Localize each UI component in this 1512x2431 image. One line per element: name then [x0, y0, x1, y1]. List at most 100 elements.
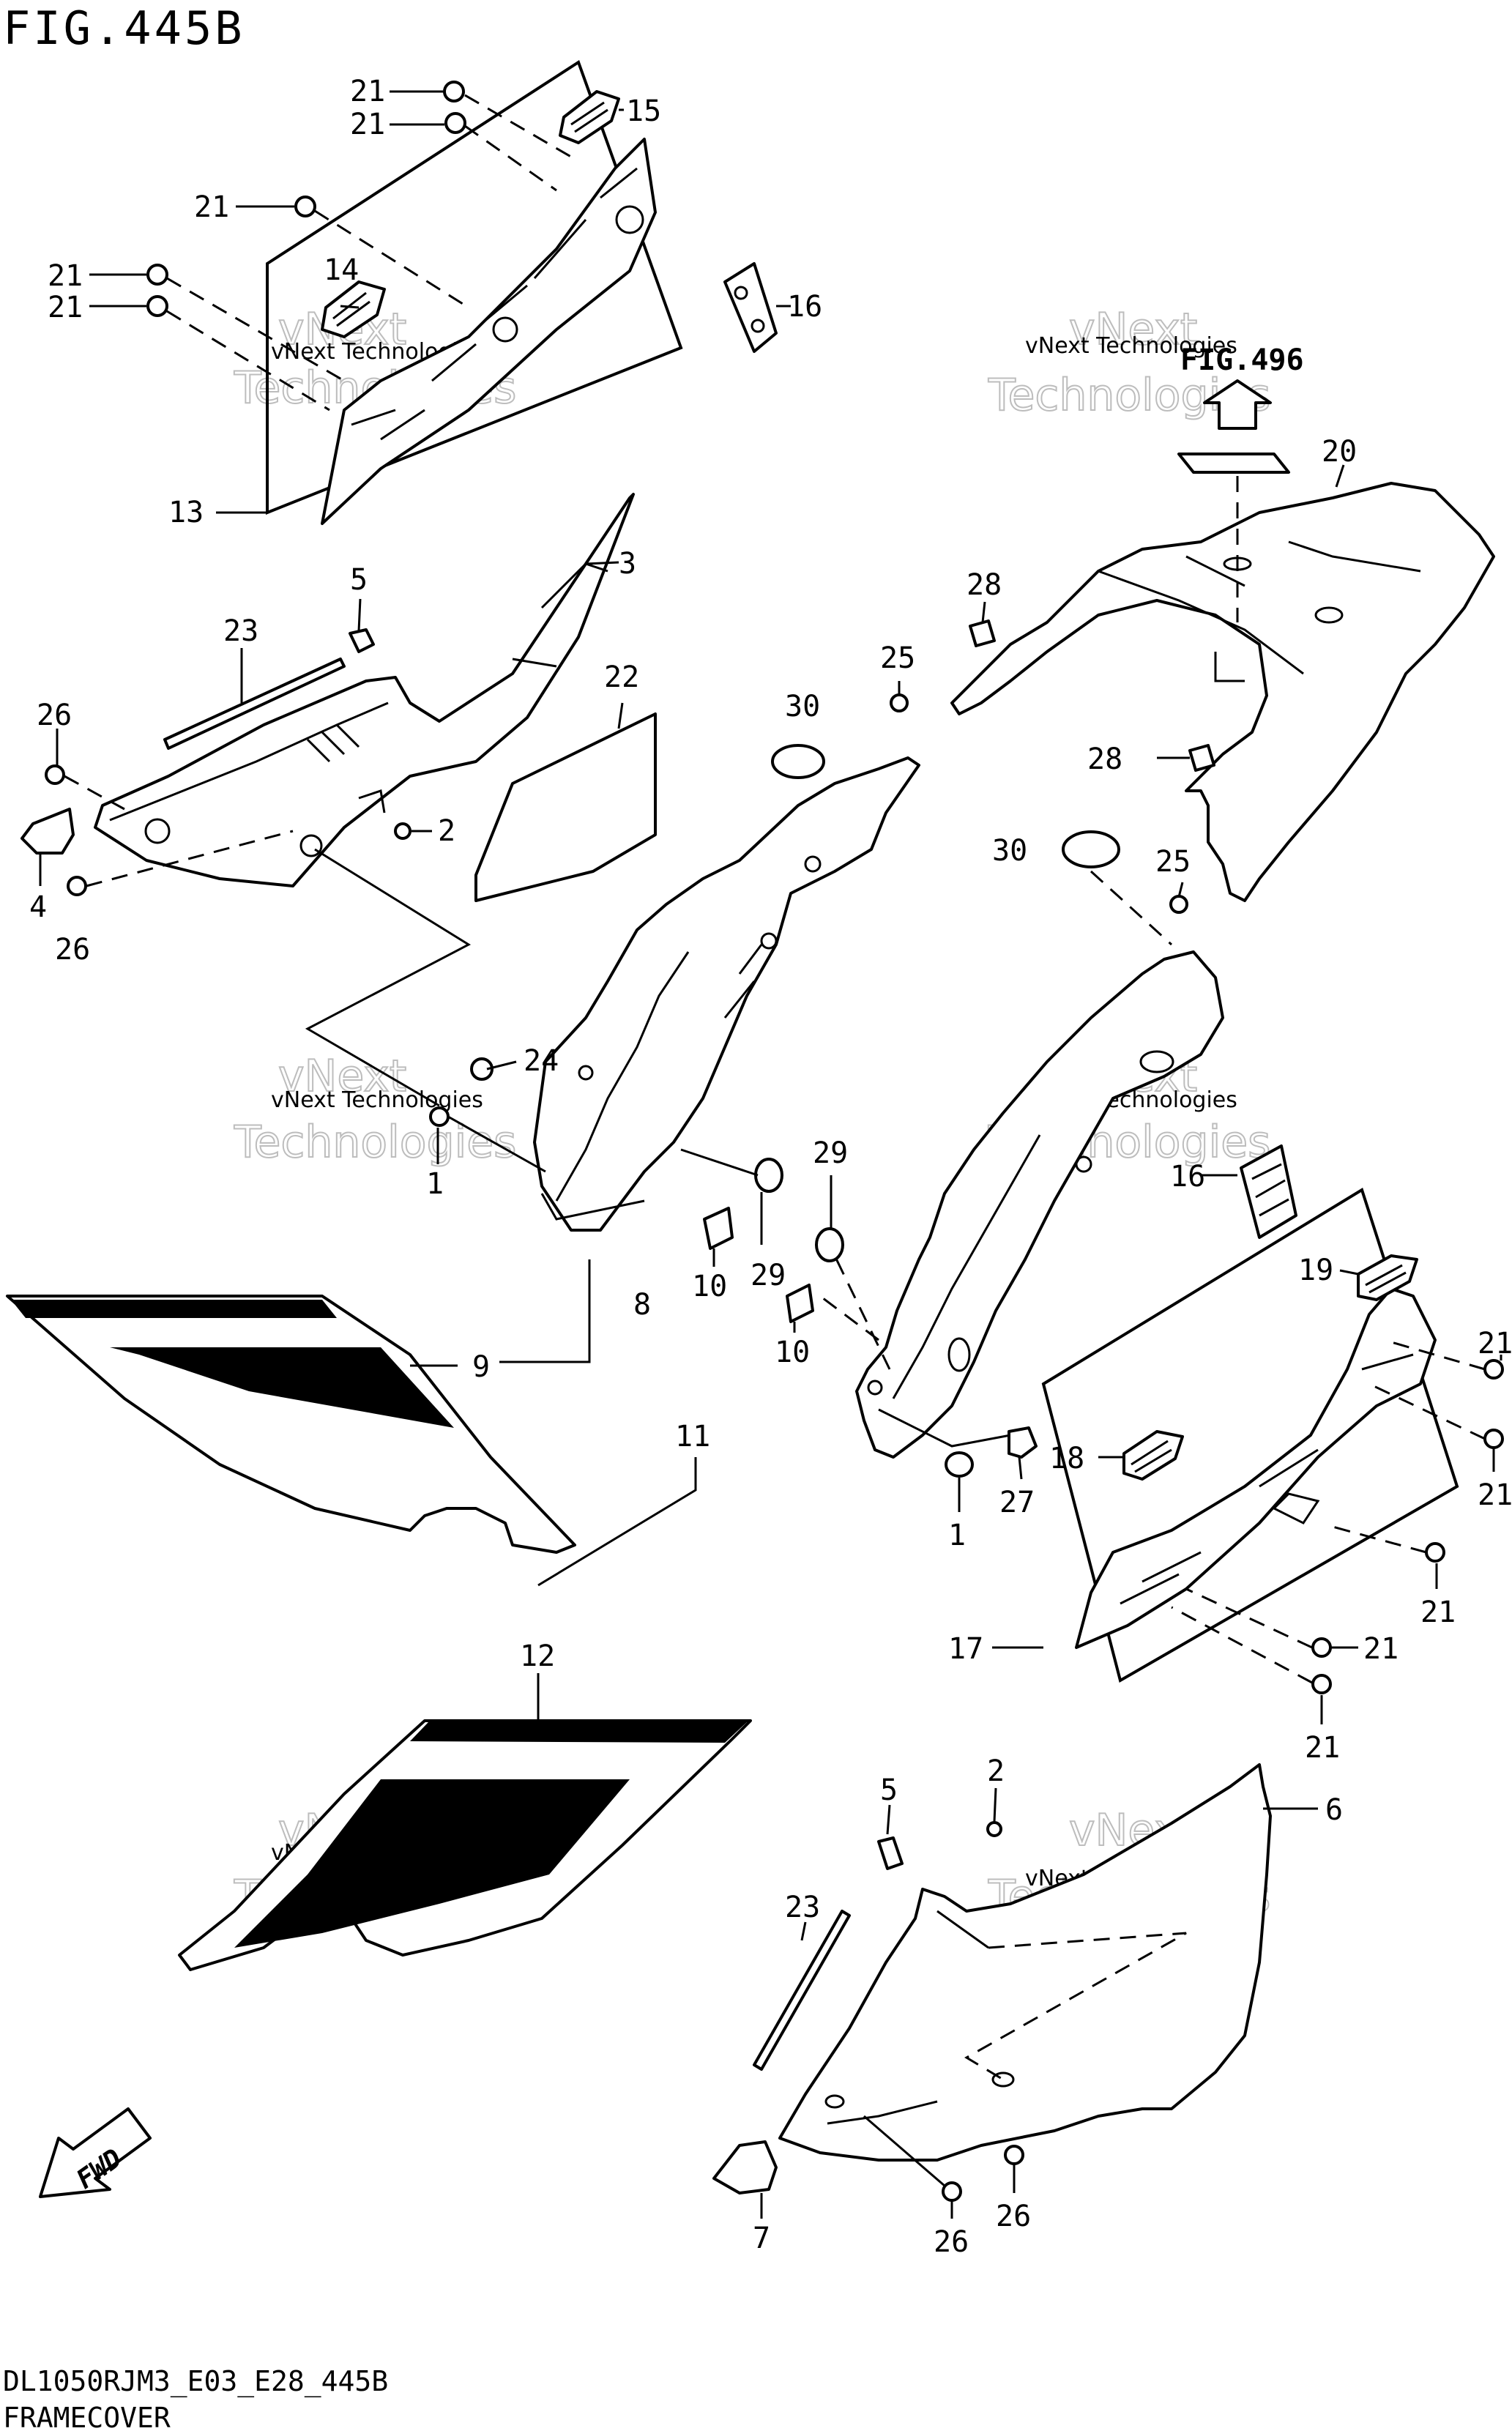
callout-21: 21 — [1478, 1327, 1512, 1360]
grommet-29b — [815, 1227, 844, 1262]
callout-29: 29 — [751, 1259, 786, 1292]
callout-30: 30 — [785, 690, 820, 723]
collar-1b — [945, 1451, 974, 1478]
svg-text:vNext Technologies: vNext Technologies — [271, 1087, 483, 1113]
bolt-26a — [45, 764, 65, 785]
nut-28a — [969, 619, 996, 647]
strip-23-bottom — [753, 1910, 851, 2071]
shield-12 — [178, 1719, 752, 1971]
callouts: 21 21 15 21 21 21 14 16 13 3 5 23 22 26 … — [29, 75, 1512, 2259]
callout-1: 1 — [948, 1519, 966, 1552]
callout-2: 2 — [987, 1754, 1005, 1788]
callout-21: 21 — [350, 75, 385, 108]
callout-25: 25 — [1155, 845, 1191, 879]
callout-21: 21 — [1478, 1478, 1512, 1512]
bolt-26d — [942, 2181, 962, 2202]
figure-name: FRAMECOVER — [3, 2402, 171, 2431]
callout-24: 24 — [524, 1044, 559, 1078]
leader-lines — [39, 90, 1502, 2219]
shield-9 — [6, 1295, 576, 1554]
screw-25b — [1169, 895, 1188, 914]
callout-5: 5 — [880, 1773, 898, 1807]
watermarks: vNext Technologies vNext Technologies vN… — [233, 303, 1271, 1923]
tail-cowl-20 — [950, 476, 1495, 902]
bolt-26c — [1004, 2145, 1024, 2165]
callout-28: 28 — [1087, 742, 1122, 776]
callout-14: 14 — [324, 253, 359, 287]
callout-27: 27 — [999, 1486, 1035, 1519]
callout-21: 21 — [350, 108, 385, 141]
callout-15: 15 — [626, 94, 661, 128]
handle-assembly-right — [1041, 1187, 1504, 1694]
pad-18 — [1122, 1430, 1184, 1481]
callout-21: 21 — [194, 190, 229, 224]
part-16-right — [1240, 1144, 1297, 1239]
callout-7: 7 — [753, 2222, 770, 2255]
callout-3: 3 — [619, 547, 636, 581]
svg-text:vNext: vNext — [1069, 304, 1197, 355]
callout-28: 28 — [967, 568, 1002, 602]
watermark-3: vNext Technologies vNext Technologies — [233, 1050, 517, 1169]
clip-5-bottom — [877, 1836, 904, 1870]
side-cover-bottom-6 — [778, 1763, 1272, 2162]
callout-17: 17 — [948, 1632, 983, 1666]
callout-23: 23 — [785, 1891, 820, 1924]
callout-6: 6 — [1325, 1793, 1343, 1827]
frame-cover-8 — [533, 756, 920, 1232]
reference-arrow — [1203, 379, 1272, 430]
handle-assembly-left — [146, 59, 683, 525]
callout-16: 16 — [787, 290, 822, 324]
nut-28b — [1188, 744, 1215, 772]
callout-21: 21 — [1363, 1632, 1399, 1666]
fwd-arrow-icon: FWD — [39, 2107, 152, 2198]
callout-1: 1 — [426, 1167, 444, 1201]
grommet-30b — [1062, 830, 1120, 868]
grommet-29a — [754, 1158, 783, 1193]
bolts-21-top — [146, 81, 466, 317]
pad-19 — [1357, 1254, 1418, 1301]
callout-26: 26 — [55, 933, 90, 967]
bolts-21-right — [1311, 1359, 1504, 1694]
rubber-10b — [786, 1284, 814, 1323]
callout-4: 4 — [29, 890, 47, 924]
callout-21: 21 — [1305, 1731, 1340, 1765]
side-cover-front-left — [94, 493, 635, 887]
screw-25a — [890, 693, 909, 712]
pad-15 — [559, 90, 620, 144]
figure-code: DL1050RJM3_E03_E28_445B — [3, 2365, 388, 2398]
part-16-top — [723, 262, 778, 353]
callout-26: 26 — [37, 699, 72, 732]
nut-24 — [470, 1057, 494, 1081]
strip-23-top — [163, 658, 346, 750]
callout-8: 8 — [633, 1288, 651, 1322]
callout-30: 30 — [992, 834, 1027, 868]
bolt-26b — [67, 876, 87, 896]
pad-14 — [321, 280, 386, 338]
screw-27 — [1008, 1426, 1038, 1459]
cap-7 — [712, 2140, 778, 2194]
assembly-box-17 — [1041, 1187, 1459, 1683]
callout-11: 11 — [675, 1420, 710, 1453]
callout-21: 21 — [1420, 1596, 1456, 1629]
callout-26: 26 — [996, 2200, 1031, 2233]
callout-13: 13 — [168, 496, 204, 529]
svg-text:vNext Technologies: vNext Technologies — [1025, 333, 1237, 359]
callout-29: 29 — [813, 1136, 848, 1170]
callout-9: 9 — [472, 1350, 490, 1384]
clip-5-top — [349, 628, 375, 653]
callout-10: 10 — [692, 1270, 727, 1303]
grommet-30a — [771, 744, 825, 779]
svg-text:vNext: vNext — [278, 1051, 406, 1102]
reference-label: FIG.496 — [1180, 343, 1304, 377]
screw-2b — [986, 1821, 1002, 1837]
pad-22 — [474, 712, 657, 902]
svg-text:Technologies: Technologies — [234, 1117, 516, 1168]
callout-16: 16 — [1170, 1160, 1205, 1194]
rubber-10a — [703, 1207, 734, 1250]
callout-2: 2 — [438, 814, 455, 848]
callout-5: 5 — [350, 563, 368, 597]
label-plate — [1177, 453, 1290, 474]
callout-23: 23 — [223, 614, 258, 648]
callout-26: 26 — [934, 2225, 969, 2259]
